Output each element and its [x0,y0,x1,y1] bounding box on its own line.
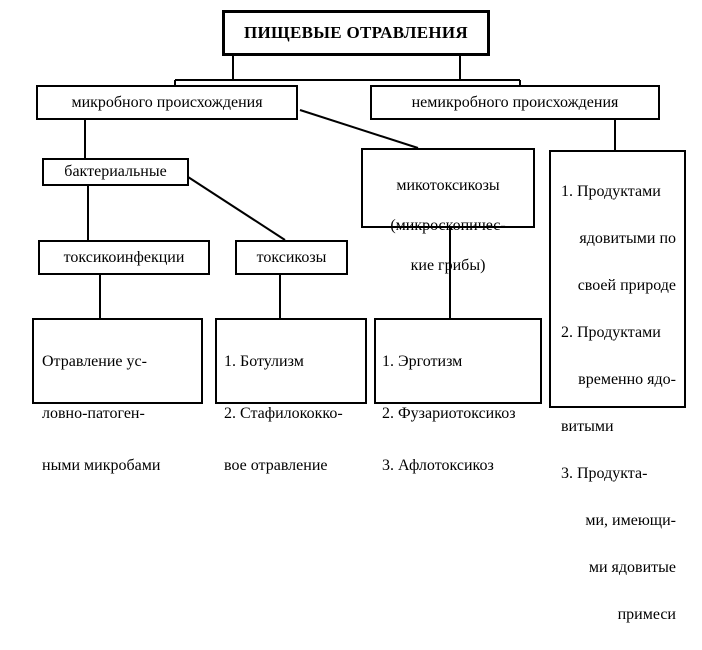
toxicoses-list-line: вое отравление [224,457,328,474]
opportunistic-line: Отравление ус- [42,353,147,370]
toxicoses-list-line: 2. Стафилококко- [224,405,343,422]
mycotoxicoses-list-line: 3. Афлотоксикоз [382,457,494,474]
mycotoxicoses-box: микотоксикозы (микроскопичес- кие грибы) [361,148,535,274]
opportunistic-line: ловно-патоген- [42,405,145,422]
nonmicrobial-list-line: ми, имеющи- [585,511,676,529]
toxicoinfections-box: токсикоинфекции [38,240,210,275]
nonmicrobial-list-line: витыми [561,417,614,435]
nonmicrobial-list-line: примеси [617,605,676,623]
nonmicrobial-list-line: 2. Продуктами [561,323,661,341]
mycotoxicoses-line: (микроскопичес- [390,217,506,234]
mycotoxicoses-list-box: 1. Эрготизм 2. Фузариотоксикоз 3. Афлото… [374,318,542,474]
diagram-title: ПИЩЕВЫЕ ОТРАВЛЕНИЯ [222,10,490,56]
connector-lines [84,55,616,320]
nonmicrobial-list-box: 1. Продуктами ядовитыми по своей природе… [549,150,686,623]
nonmicrobial-list-line: ми ядовитые [588,558,676,576]
opportunistic-line: ными микробами [42,457,161,474]
microbial-origin-box: микробного происхождения [36,85,298,120]
opportunistic-microbes-box: Отравление ус- ловно-патоген- ными микро… [32,318,203,474]
nonmicrobial-list-line: временно ядо- [578,370,676,388]
toxicoses-box: токсикозы [235,240,348,275]
connector-bacterial-toxicoses [184,174,286,241]
mycotoxicoses-line: кие грибы) [410,257,486,274]
mycotoxicoses-list-line: 2. Фузариотоксикоз [382,405,516,422]
nonmicrobial-list-line: своей природе [577,276,676,294]
toxicoses-list-box: 1. Ботулизм 2. Стафилококко- вое отравле… [215,318,367,474]
nonmicrobial-origin-box: немикробного происхождения [370,85,660,120]
toxicoses-list-line: 1. Ботулизм [224,353,304,370]
connector-microbial-mycotoxicoses [299,109,419,149]
mycotoxicoses-line: микотоксикозы [396,177,500,194]
nonmicrobial-list-line: 3. Продукта- [561,464,648,482]
bacterial-box: бактериальные [42,158,189,186]
nonmicrobial-list-line: ядовитыми по [579,229,676,247]
mycotoxicoses-list-line: 1. Эрготизм [382,353,463,370]
nonmicrobial-list-line: 1. Продуктами [561,182,661,200]
